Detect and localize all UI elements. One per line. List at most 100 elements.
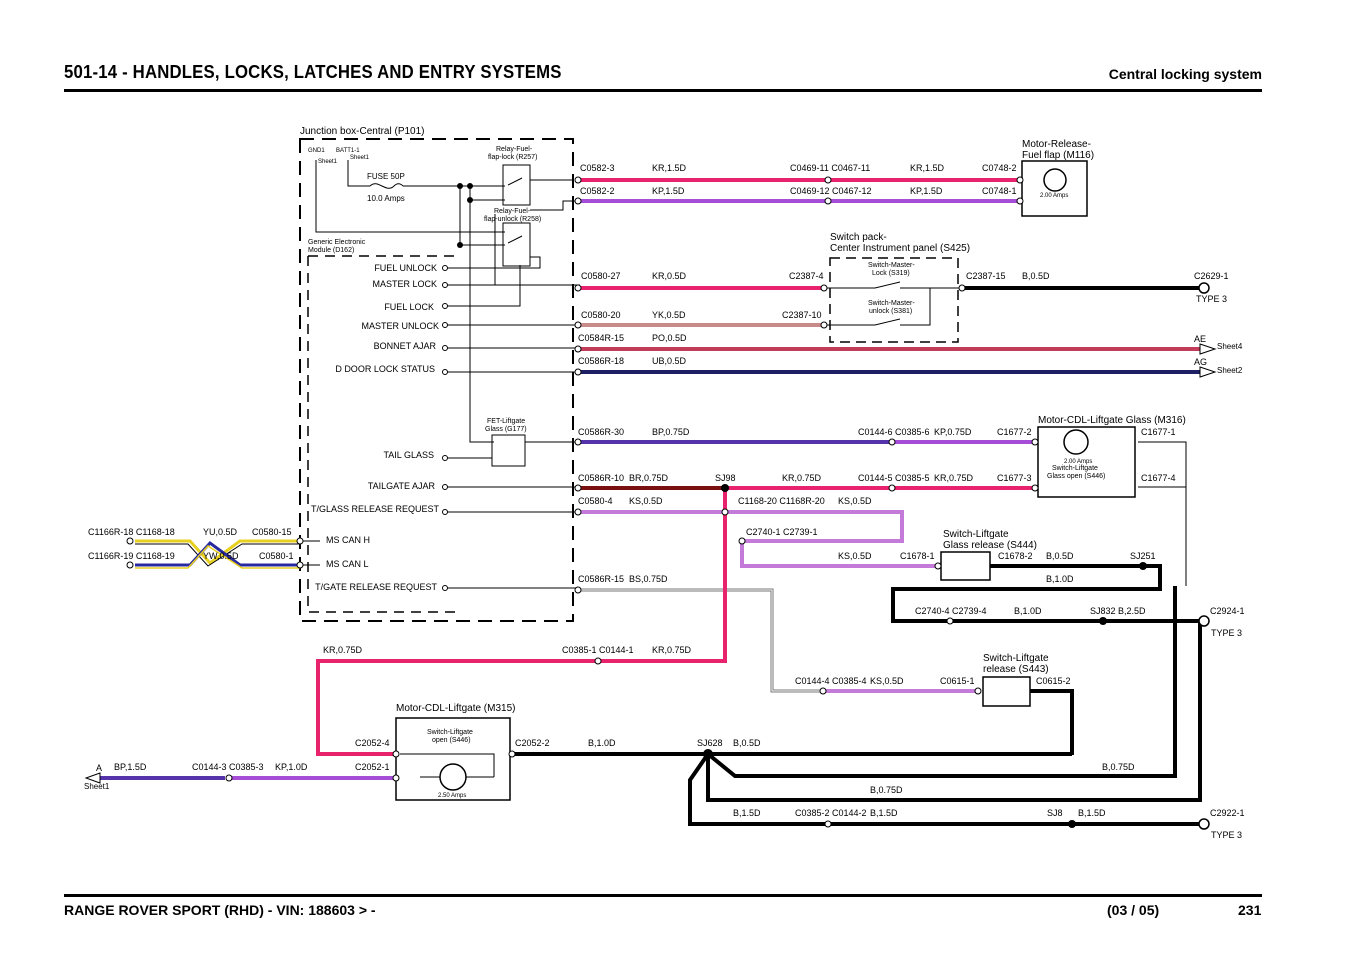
wl-c2629-1: C2629-1: [1194, 271, 1229, 281]
ae-label: AE: [1194, 334, 1206, 344]
relay-unlock-label-2: flap-unlock (R258): [484, 216, 541, 223]
wl-c2387-4: C2387-4: [789, 271, 824, 281]
wl-ks05b: KS,0.5D: [838, 496, 872, 506]
relay-unlock-label-1: Relay-Fuel-: [494, 208, 531, 215]
wire-kr-075-c: [600, 488, 727, 663]
wl-kr15b: KR,1.5D: [910, 163, 945, 173]
wl-kr05: KR,0.5D: [652, 271, 687, 281]
wl-b10a: B,1.0D: [1046, 574, 1074, 584]
relay-fuel-lock: [502, 164, 531, 206]
fet-label-2: Glass (G177): [485, 426, 527, 433]
wl-b05c: B,0.5D: [733, 738, 761, 748]
wl-c1678-2: C1678-2: [998, 551, 1033, 561]
ground-c2924-ring: [1198, 615, 1210, 627]
footer-vehicle: RANGE ROVER SPORT (RHD) - VIN: 188603 > …: [64, 902, 376, 918]
wl-kr075d: KR,0.75D: [652, 645, 692, 655]
wl-br075: BR,0.75D: [629, 473, 669, 483]
wl-yu05: YU,0.5D: [203, 527, 238, 537]
batt-label: BATT1-1: [336, 148, 360, 154]
wl-ks05c: KS,0.5D: [838, 551, 872, 561]
sw-glass-open-label-2: Glass open (S446): [1047, 473, 1105, 480]
wl-sj98: SJ98: [715, 473, 736, 483]
fet-liftgate-glass: [491, 434, 526, 467]
wl-bp075: BP,0.75D: [652, 427, 690, 437]
wl-kr15a: KR,1.5D: [652, 163, 687, 173]
sw-rel-label-2: release (S443): [983, 664, 1049, 675]
sw-master-unlock-label-2: unlock (S381): [869, 308, 912, 315]
wl-c0144-3: C0144-3 C0385-3: [192, 762, 264, 772]
wl-b10b: B,1.0D: [1014, 606, 1042, 616]
ground-c2629-ring: [1198, 282, 1210, 294]
wire-kr-075-d: [316, 659, 597, 756]
wl-c1678-1: C1678-1: [900, 551, 935, 561]
wl-c1166r-18: C1166R-18 C1168-18: [88, 527, 175, 537]
wl-kp15a: KP,1.5D: [652, 186, 685, 196]
switch-pack-label-2: Center Instrument panel (S425): [830, 243, 970, 254]
wl-ub05: UB,0.5D: [652, 356, 687, 366]
wl-c1168-20: C1168-20 C1168R-20: [738, 496, 825, 506]
wl-c0584r-15: C0584R-15: [578, 333, 624, 343]
switch-liftgate-release: [982, 676, 1031, 707]
wl-c2387-15: C2387-15: [966, 271, 1006, 281]
switch-pack-outline: [829, 257, 959, 343]
fuse-label: FUSE 50P: [367, 172, 405, 181]
tail-glass-label: TAIL GLASS: [383, 450, 434, 460]
wl-c0586r-30: C0586R-30: [578, 427, 624, 437]
junction-box-label: Junction box-Central (P101): [300, 126, 425, 137]
fuel-lock-label: FUEL LOCK: [384, 302, 434, 312]
wl-sj832: SJ832 B,2.5D: [1090, 606, 1146, 616]
motor-liftgate-glass: [1037, 426, 1136, 498]
wl-c0582-2: C0582-2: [580, 186, 615, 196]
wl-c0586r-15: C0586R-15: [578, 574, 624, 584]
wl-c0615-2: C0615-2: [1036, 676, 1071, 686]
motor-cdl-liftgate: [395, 717, 511, 801]
wl-ks05a: KS,0.5D: [629, 496, 663, 506]
wl-kp10: KP,1.0D: [275, 762, 308, 772]
fuel-unlock-label: FUEL UNLOCK: [374, 263, 437, 273]
wl-c2052-1: C2052-1: [355, 762, 390, 772]
footer-rule: [64, 894, 1262, 897]
relay-fuel-unlock: [502, 222, 531, 267]
tglass-release-label: T/GLASS RELEASE REQUEST: [311, 504, 440, 514]
sw-master-lock-label-1: Switch-Master-: [868, 262, 915, 269]
wire-yw-05: [135, 540, 300, 567]
page-title: 501-14 - HANDLES, LOCKS, LATCHES AND ENT…: [64, 62, 562, 82]
wl-c0144-4: C0144-4 C0385-4: [795, 676, 867, 686]
bonnet-ajar-label: BONNET AJAR: [374, 341, 437, 351]
motor-fuel-flap: [1021, 160, 1088, 217]
wl-c0385-1: C0385-1 C0144-1: [562, 645, 634, 655]
gem-label-2: Module (D162): [308, 247, 354, 254]
wl-kr075a: KR,0.75D: [782, 473, 822, 483]
type3a-label: TYPE 3: [1196, 294, 1227, 304]
tailgate-ajar-label: TAILGATE AJAR: [368, 481, 436, 491]
wl-c2387-10: C2387-10: [782, 310, 822, 320]
sw-glass-rel-label-1: Switch-Liftgate: [943, 529, 1009, 540]
wl-kr075c: KR,0.75D: [323, 645, 363, 655]
motor-lg-amps: 2.50 Amps: [438, 793, 466, 799]
ms-can-h-label: MS CAN H: [326, 535, 370, 545]
wl-b075a: B,0.75D: [1102, 762, 1135, 772]
wl-b075b: B,0.75D: [870, 785, 903, 795]
wire-bs-075: [578, 588, 820, 693]
sheet4-label: Sheet4: [1217, 342, 1243, 351]
wl-c0580-27: C0580-27: [581, 271, 621, 281]
wl-b15b: B,1.5D: [870, 808, 898, 818]
fet-label-1: FET-Liftgate: [487, 418, 525, 425]
wl-sj251: SJ251: [1130, 551, 1156, 561]
fuse-amps: 10.0 Amps: [367, 194, 405, 203]
wl-sj8: SJ8: [1047, 808, 1063, 818]
ms-can-l-label: MS CAN L: [326, 559, 369, 569]
wl-sj628: SJ628: [697, 738, 723, 748]
sheet1c-label: Sheet1: [84, 782, 110, 791]
sw-rel-label-1: Switch-Liftgate: [983, 653, 1049, 664]
sw-lg-open-label-2: open (S446): [432, 737, 471, 744]
motor-glass-amps: 2.00 Amps: [1064, 459, 1092, 465]
sheet1a-label: Sheet1: [318, 159, 338, 165]
ag-label: AG: [1194, 357, 1207, 367]
page-subtitle: Central locking system: [1108, 66, 1262, 82]
wl-kp15b: KP,1.5D: [910, 186, 943, 196]
wl-c0144-6: C0144-6 C0385-6: [858, 427, 930, 437]
a-label: A: [96, 763, 102, 773]
wl-c1677-3: C1677-3: [997, 473, 1032, 483]
